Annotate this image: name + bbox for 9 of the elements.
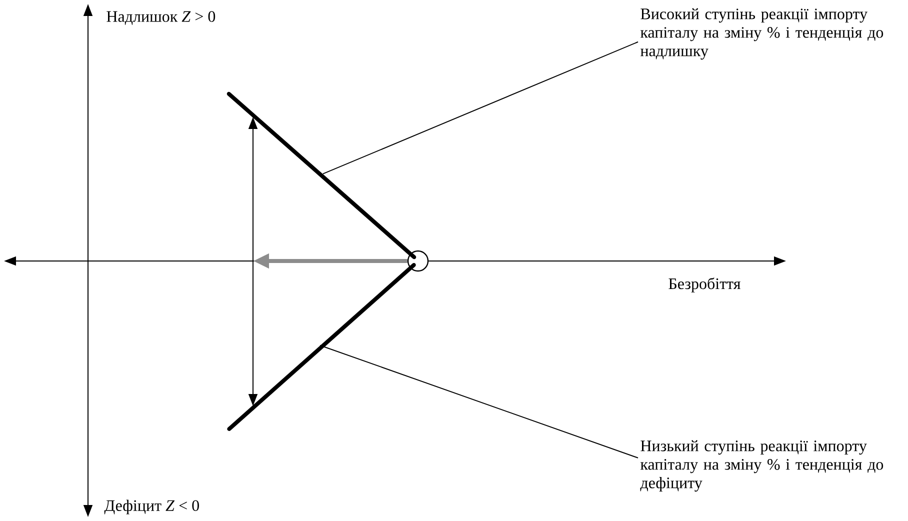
callout-text: Низький ступінь реакції імпорту капіталу на зміну % і тенденція до дефіциту	[640, 440, 884, 492]
leader-line	[322, 41, 638, 174]
axis-label: Безробіття	[668, 278, 740, 292]
thick-line	[227, 263, 416, 431]
axis-label: Надлишок Z > 0	[106, 11, 216, 25]
callout-text: Високий ступінь реакції імпорту капіталу на зміну % і тенденція до надлишку	[640, 8, 884, 60]
thick-line	[226, 92, 416, 260]
axis-label: Дефіцит Z < 0	[104, 500, 199, 514]
leader-line	[320, 344, 638, 458]
